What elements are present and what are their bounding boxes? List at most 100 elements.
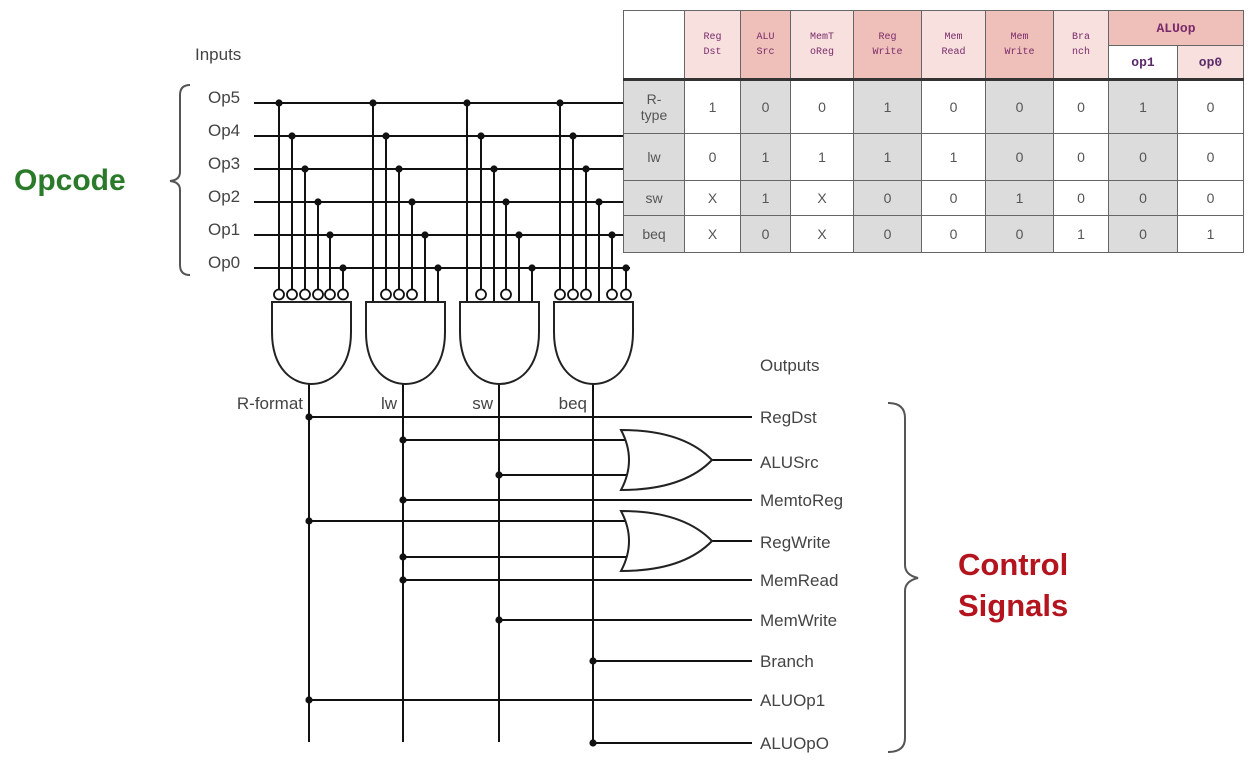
table-cell: 0 [1177, 79, 1244, 134]
inverter-bubble [475, 288, 487, 301]
junction-dot [434, 264, 442, 272]
gate-label-lw: lw [381, 394, 398, 413]
junction-dot [495, 616, 503, 624]
table-cell: 1 [853, 79, 922, 134]
table-cell: X [684, 215, 741, 253]
junction-dot [369, 99, 377, 107]
table-cell: 0 [921, 79, 986, 134]
inverter-bubble [324, 288, 336, 301]
junction-dot [399, 553, 407, 561]
table-cell: 0 [1177, 133, 1244, 181]
junction-dot [569, 132, 577, 140]
control-signals-heading-line2: Signals [958, 588, 1068, 623]
table-cell: 0 [853, 215, 922, 253]
junction-dot [556, 99, 564, 107]
table-cell: 1 [684, 79, 741, 134]
header-op0: op0 [1177, 45, 1244, 81]
input-label-op3: Op3 [208, 154, 240, 173]
inverter-bubble [500, 288, 512, 301]
and-gate-sw [459, 301, 540, 386]
junction-dot [502, 198, 510, 206]
table-cell: 0 [853, 180, 922, 216]
table-cell: 0 [790, 79, 854, 134]
table-cell: 0 [1108, 215, 1178, 253]
or-gate-regwrite [619, 509, 714, 573]
output-label-memtoreg: MemtoReg [760, 491, 843, 510]
junction-dot [288, 132, 296, 140]
table-cell: 1 [790, 133, 854, 181]
row-label: lw [623, 133, 685, 181]
inverter-bubble [312, 288, 324, 301]
junction-dot [399, 436, 407, 444]
input-label-op1: Op1 [208, 220, 240, 239]
inverter-bubble [299, 288, 311, 301]
input-label-op2: Op2 [208, 187, 240, 206]
control-signals-brace [887, 402, 919, 753]
table-cell: 0 [921, 215, 986, 253]
table-cell: X [684, 180, 741, 216]
junction-dot [495, 471, 503, 479]
opcode-brace [169, 84, 191, 276]
junction-dot [589, 739, 597, 747]
table-cell: 0 [1053, 133, 1109, 181]
junction-dot [515, 231, 523, 239]
output-label-aluopo: ALUOpO [760, 734, 829, 753]
input-label-op4: Op4 [208, 121, 240, 140]
row-label: beq [623, 215, 685, 253]
junction-dot [490, 165, 498, 173]
table-cell: 0 [1053, 79, 1109, 134]
table-cell: 0 [740, 215, 791, 253]
control-signals-heading-line1: Control [958, 547, 1068, 582]
output-label-aluop1: ALUOp1 [760, 691, 825, 710]
output-label-regdst: RegDst [760, 408, 817, 427]
inverter-bubble [406, 288, 418, 301]
inputs-heading: Inputs [195, 45, 241, 64]
output-label-regwrite: RegWrite [760, 533, 831, 552]
junction-dot [582, 165, 590, 173]
junction-dot [339, 264, 347, 272]
inverter-bubble [380, 288, 392, 301]
junction-dot [399, 576, 407, 584]
junction-dot [382, 132, 390, 140]
junction-dot [305, 413, 313, 421]
inverter-bubble [567, 288, 579, 301]
table-cell: 0 [1108, 180, 1178, 216]
junction-dot [589, 657, 597, 665]
and-gate-beq [553, 301, 634, 386]
table-cell: 1 [1177, 215, 1244, 253]
table-cell: 0 [1053, 180, 1109, 216]
output-label-memread: MemRead [760, 571, 838, 590]
table-cell: 1 [740, 133, 791, 181]
inverter-bubble [606, 288, 618, 301]
table-cell: 0 [985, 79, 1054, 134]
table-cell: 0 [740, 79, 791, 134]
junction-dot [314, 198, 322, 206]
inverter-bubble [273, 288, 285, 301]
junction-dot [305, 696, 313, 704]
and-gate-r-format [271, 301, 352, 386]
input-label-op5: Op5 [208, 88, 240, 107]
header-op1: op1 [1108, 45, 1178, 81]
junction-dot [305, 517, 313, 525]
gate-label-sw: sw [472, 394, 494, 413]
table-cell: 0 [985, 133, 1054, 181]
row-label: sw [623, 180, 685, 216]
table-cell: 1 [1108, 79, 1178, 134]
input-label-op0: Op0 [208, 253, 240, 272]
junction-dot [399, 496, 407, 504]
table-cell: 1 [740, 180, 791, 216]
header-aluop: ALUop [1108, 10, 1244, 46]
junction-dot [408, 198, 416, 206]
inverter-bubble [286, 288, 298, 301]
table-subheader-row: op1 op0 [624, 45, 1244, 81]
